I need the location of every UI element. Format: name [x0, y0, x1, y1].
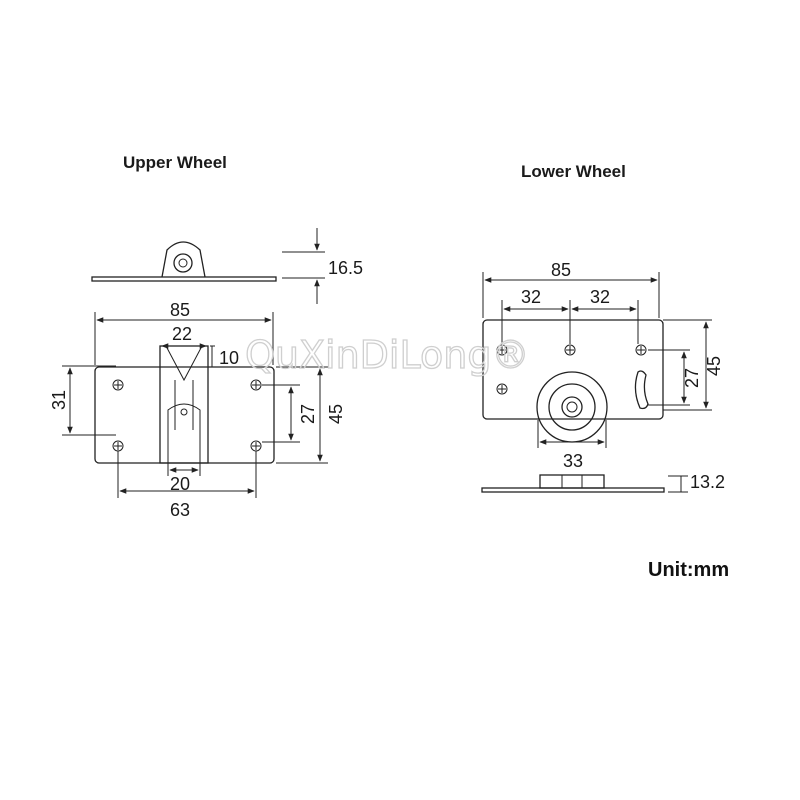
upper-dim-22: 22: [161, 324, 207, 349]
upper-dim-63: 63: [117, 451, 257, 520]
lower-wheel-inner: [548, 383, 596, 431]
lower-dim-32-right-label: 32: [590, 287, 610, 307]
upper-dim-85: 85: [94, 300, 274, 365]
lower-wheel-hub: [561, 396, 583, 418]
upper-front-view: [94, 345, 275, 464]
lower-dim-13-2-label: 13.2: [690, 472, 725, 492]
upper-wheel-title: Upper Wheel: [123, 153, 227, 172]
lower-dim-27-label: 27: [682, 368, 702, 388]
lower-dim-13-2: 13.2: [668, 472, 725, 493]
upper-side-axle: [178, 258, 188, 268]
unit-label: Unit:mm: [648, 559, 729, 581]
lower-dim-85: 85: [482, 260, 660, 318]
upper-side-view: [91, 241, 277, 282]
dim-31-label: 31: [49, 390, 69, 410]
upper-dim-27: 27: [262, 384, 318, 443]
dim-27-label: 27: [298, 404, 318, 424]
upper-side-plate: [91, 276, 277, 282]
lower-adjust-slot: [634, 370, 649, 410]
lower-dim-33: 33: [537, 420, 607, 471]
upper-dim-20: 20: [167, 463, 201, 494]
dim-63-label: 63: [170, 500, 190, 520]
dim-16-5-label: 16.5: [328, 258, 363, 278]
lower-dim-33-label: 33: [563, 451, 583, 471]
dim-85-label: 85: [170, 300, 190, 320]
lower-dim-27: 27: [648, 349, 702, 406]
lower-wheel-title: Lower Wheel: [521, 162, 626, 181]
lower-front-view: [482, 319, 664, 443]
brand-watermark: QuXinDiLong®: [245, 333, 529, 377]
upper-side-bracket: [161, 241, 206, 278]
dim-45-label: 45: [326, 404, 346, 424]
lower-dim-45: 45: [663, 319, 724, 411]
upper-dim-31: 31: [49, 365, 116, 436]
lower-side-view: [481, 474, 665, 493]
upper-dim-10: 10: [210, 345, 239, 368]
lower-wheel-outer: [536, 371, 608, 443]
upper-wheel-stem: [167, 403, 201, 463]
upper-side-wheel: [173, 253, 193, 273]
upper-dim-16-5: 16.5: [282, 228, 363, 304]
lower-dim-32-left-label: 32: [521, 287, 541, 307]
lower-plate: [482, 319, 664, 420]
upper-dim-45: 45: [276, 366, 346, 464]
lower-dim-85-label: 85: [551, 260, 571, 280]
lower-dim-32-32: 32 32: [501, 287, 639, 344]
upper-wheel-groove: [165, 345, 203, 382]
dim-22-label: 22: [172, 324, 192, 344]
lower-dim-45-label: 45: [704, 356, 724, 376]
dim-10-label: 10: [219, 348, 239, 368]
lower-side-wheel: [539, 474, 605, 489]
